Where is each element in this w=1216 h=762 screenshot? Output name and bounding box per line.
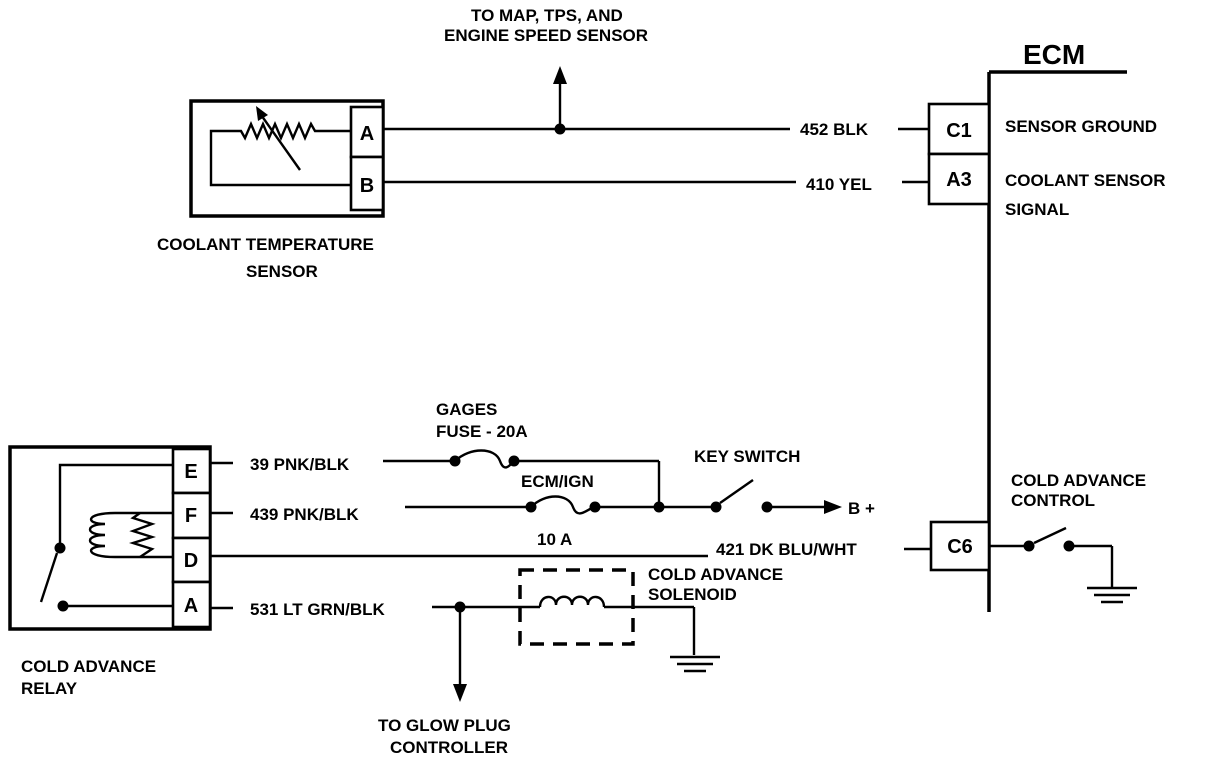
- wire-e-circuit: 39 PNK/BLK GAGES FUSE - 20A: [210, 400, 661, 506]
- solenoid-label-line1: COLD ADVANCE: [648, 565, 783, 584]
- key-switch-label: KEY SWITCH: [694, 447, 800, 466]
- relay-label-line1: COLD ADVANCE: [21, 657, 156, 676]
- gages-fuse-line2: FUSE - 20A: [436, 422, 528, 441]
- ecm-pin-a3-label: A3: [946, 169, 972, 191]
- cold-advance-solenoid: COLD ADVANCE SOLENOID: [518, 565, 783, 673]
- wire-f-circuit: 439 PNK/BLK ECM/IGN: [210, 472, 722, 524]
- branch-top-label: TO MAP, TPS, AND ENGINE SPEED SENSOR: [444, 6, 648, 45]
- relay-pin-a: A: [184, 595, 198, 617]
- battery-supply-label: B +: [848, 499, 875, 518]
- relay-pin-e: E: [184, 461, 197, 483]
- ecm-pin-c1: C1 SENSOR GROUND: [927, 102, 1157, 156]
- wire-410-yel: 410 YEL: [806, 175, 872, 194]
- sensor-pin-a: A: [360, 123, 374, 145]
- branch-top-line2: ENGINE SPEED SENSOR: [444, 26, 648, 45]
- glow-plug-line1: TO GLOW PLUG: [378, 716, 511, 735]
- wire-421-dk-blu-wht: 421 DK BLU/WHT: [716, 540, 857, 559]
- ecm-pin-a3-function-line1: COOLANT SENSOR: [1005, 171, 1166, 190]
- cold-advance-relay: E F D A COLD ADVANCE RELAY: [8, 445, 212, 698]
- wire-531-lt-grn-blk: 531 LT GRN/BLK: [250, 600, 385, 619]
- cold-advance-control-switch: [989, 526, 1137, 604]
- ecm-ign-fuse-rating: 10 A: [537, 530, 572, 549]
- ecm-pin-a3-function-line2: SIGNAL: [1005, 200, 1069, 219]
- ecm-pin-c1-function: SENSOR GROUND: [1005, 117, 1157, 136]
- ecm-pin-c6-label: C6: [947, 536, 973, 558]
- relay-pin-f: F: [185, 505, 197, 527]
- sensor-pin-b: B: [360, 175, 374, 197]
- ecm-pin-a3: A3 COOLANT SENSOR SIGNAL: [927, 152, 1166, 219]
- key-switch: KEY SWITCH B +: [694, 447, 875, 518]
- wire-439-pnk-blk: 439 PNK/BLK: [250, 505, 359, 524]
- wire-452-blk: 452 BLK: [800, 120, 869, 139]
- ecm-ign-fuse-label: ECM/IGN: [521, 472, 594, 491]
- coolant-temperature-sensor: A B COOLANT TEMPERATURE SENSOR: [157, 99, 385, 281]
- ecm-title: ECM: [1023, 39, 1085, 70]
- wire-a-circuit: 531 LT GRN/BLK TO GLOW PLUG CONTROLLER: [210, 600, 540, 757]
- coolant-signal-wire: 410 YEL: [383, 175, 929, 194]
- ecm-pin-c6: C6 COLD ADVANCE CONTROL: [929, 471, 1146, 572]
- wire-d-circuit: 421 DK BLU/WHT 10 A: [210, 530, 931, 559]
- cold-advance-control-line2: CONTROL: [1011, 491, 1095, 510]
- wire-39-pnk-blk: 39 PNK/BLK: [250, 455, 350, 474]
- sensor-ground-wire: 452 BLK: [383, 66, 929, 139]
- cold-advance-control-line1: COLD ADVANCE: [1011, 471, 1146, 490]
- coolant-sensor-label-line1: COOLANT TEMPERATURE: [157, 235, 374, 254]
- ecm-pin-c1-label: C1: [946, 120, 972, 142]
- solenoid-label-line2: SOLENOID: [648, 585, 737, 604]
- relay-label-line2: RELAY: [21, 679, 78, 698]
- branch-top-line1: TO MAP, TPS, AND: [471, 6, 623, 25]
- glow-plug-line2: CONTROLLER: [390, 738, 508, 757]
- relay-pin-d: D: [184, 550, 198, 572]
- gages-fuse-line1: GAGES: [436, 400, 497, 419]
- coolant-sensor-label-line2: SENSOR: [246, 262, 318, 281]
